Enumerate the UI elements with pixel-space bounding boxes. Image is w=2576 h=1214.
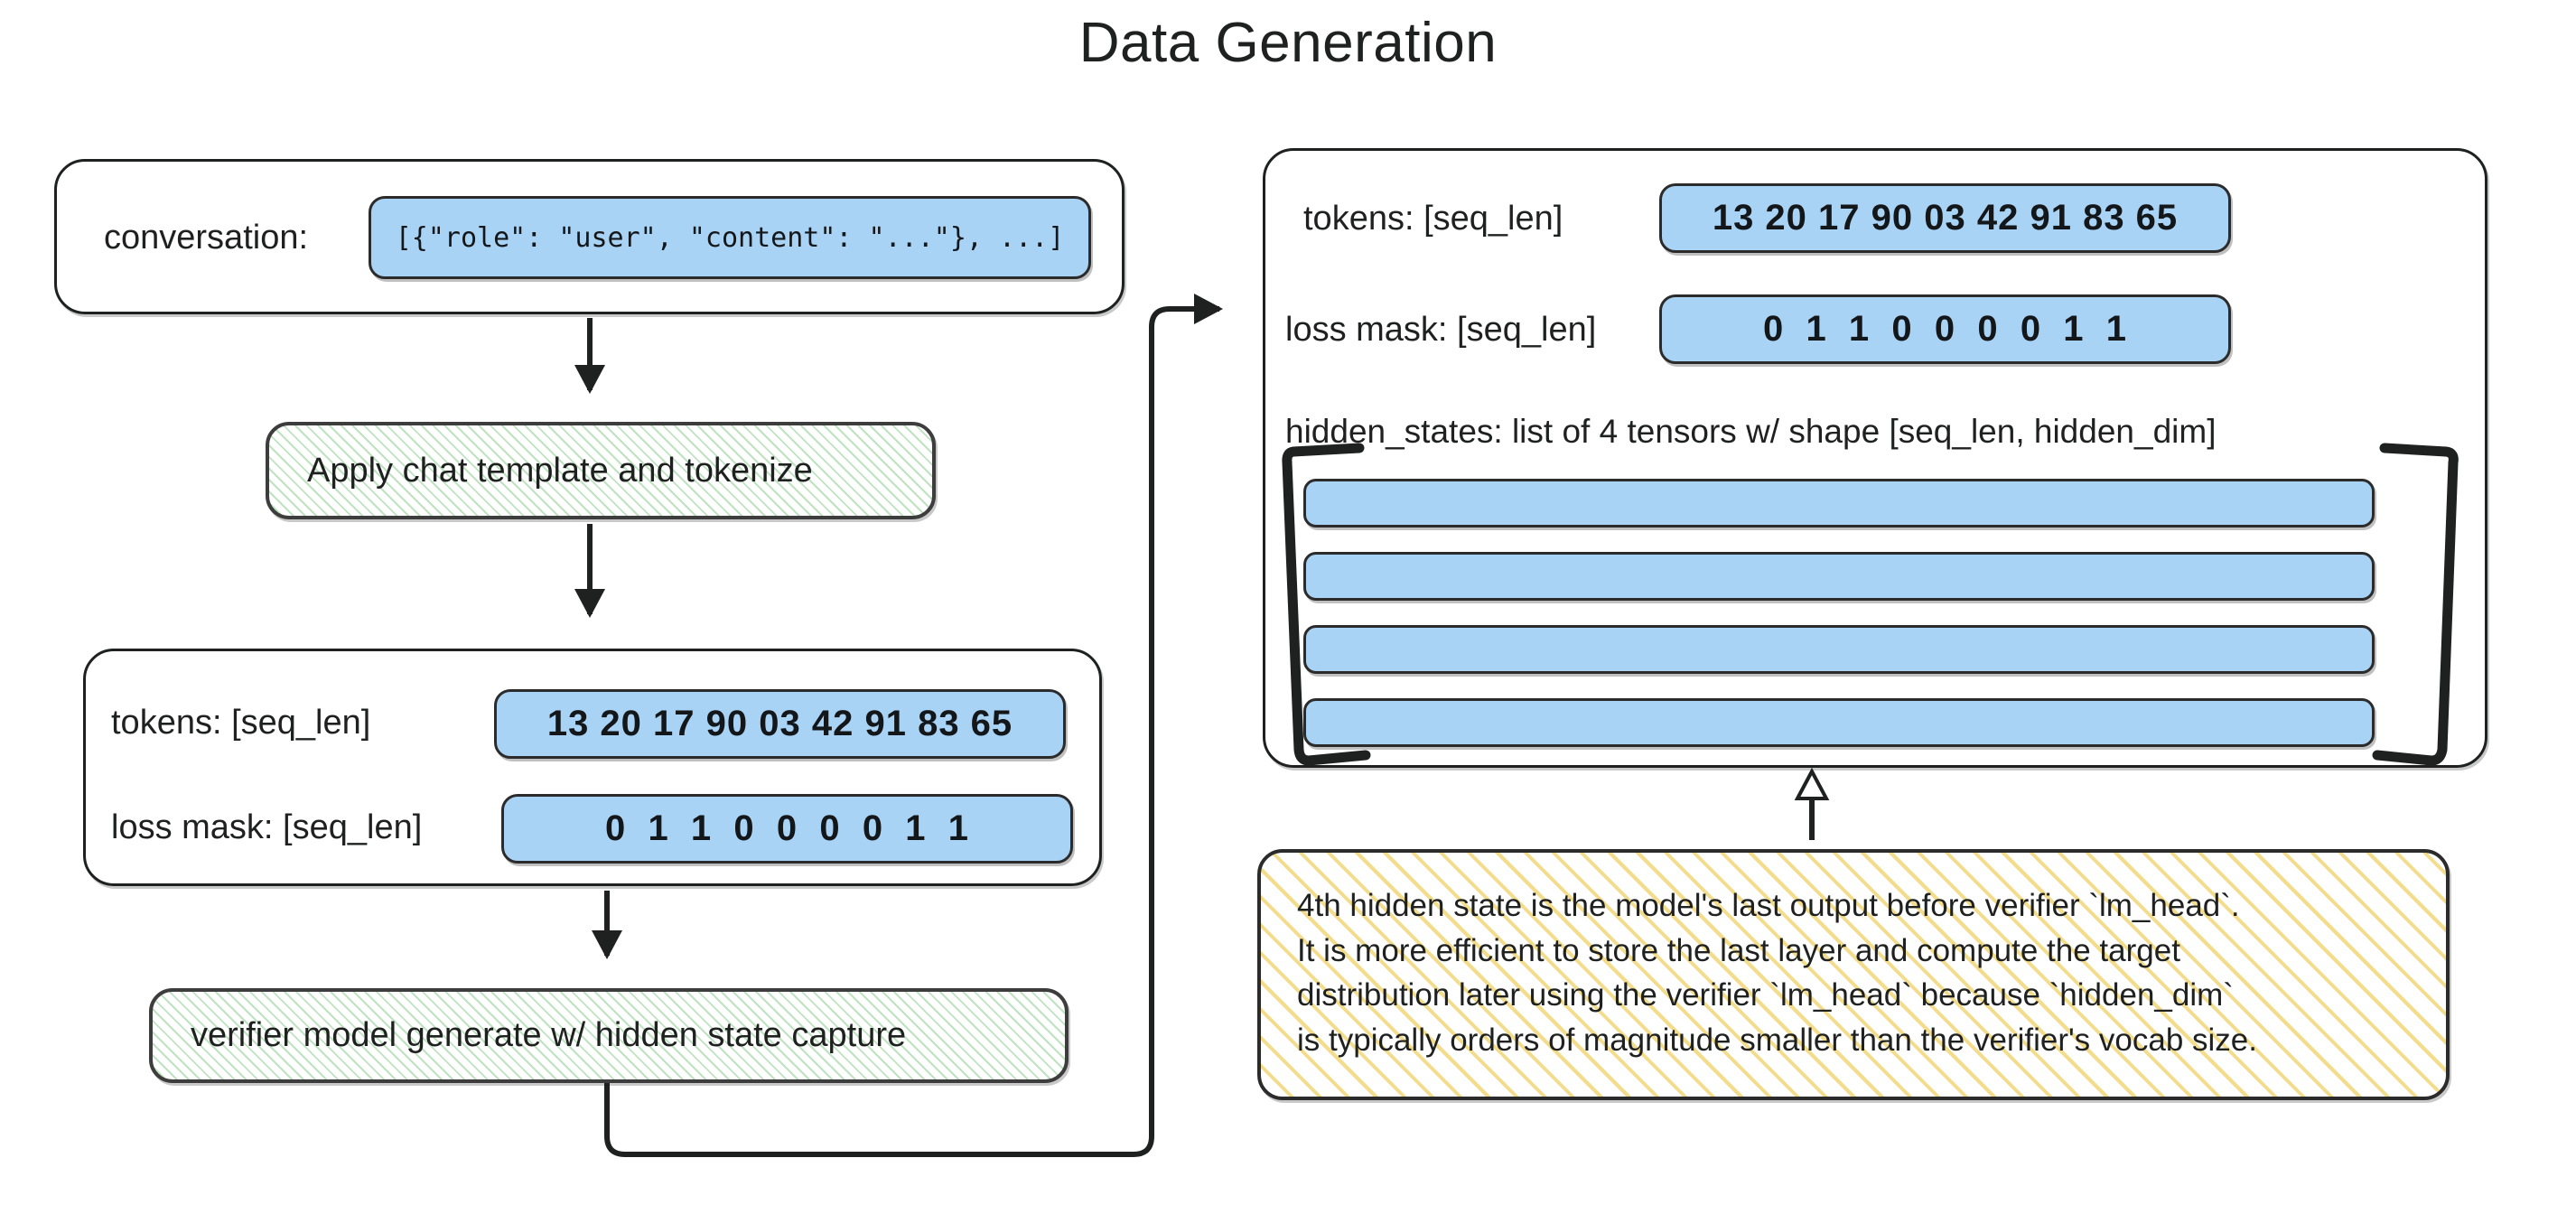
loss-mask-chip: 0 1 1 0 0 0 0 1 1 xyxy=(501,794,1073,864)
conversation-value-chip: [{"role": "user", "content": "..."}, ...… xyxy=(369,196,1091,279)
output-tokens-label: tokens: [seq_len] xyxy=(1303,200,1563,238)
hidden-state-tensor-4 xyxy=(1303,698,2375,747)
conversation-label: conversation: xyxy=(104,219,309,257)
hidden-state-tensor-2 xyxy=(1303,552,2375,601)
loss-mask-label: loss mask: [seq_len] xyxy=(111,808,423,846)
page-title: Data Generation xyxy=(1078,12,1498,74)
process-apply-chat-template-label: Apply chat template and tokenize xyxy=(307,451,813,490)
note-line-1: 4th hidden state is the model's last out… xyxy=(1297,888,2240,923)
output-tokens-chip: 13 20 17 90 03 42 91 83 65 xyxy=(1659,183,2231,253)
output-loss-mask-chip: 0 1 1 0 0 0 0 1 1 xyxy=(1659,294,2231,364)
hidden-state-tensor-3 xyxy=(1303,625,2375,674)
output-loss-mask-label: loss mask: [seq_len] xyxy=(1285,311,1597,349)
tokenized-panel: tokens: [seq_len] 13 20 17 90 03 42 91 8… xyxy=(83,649,1102,886)
hidden-states-label: hidden_states: list of 4 tensors w/ shap… xyxy=(1285,413,2217,450)
process-verifier-generate-label: verifier model generate w/ hidden state … xyxy=(191,1016,907,1054)
conversation-panel: conversation: [{"role": "user", "content… xyxy=(54,159,1125,314)
output-panel: tokens: [seq_len] 13 20 17 90 03 42 91 8… xyxy=(1263,148,2487,768)
hidden-state-tensor-1 xyxy=(1303,479,2375,528)
tokens-label: tokens: [seq_len] xyxy=(111,704,371,742)
note-line-4: is typically orders of magnitude smaller… xyxy=(1297,1023,2257,1059)
note-line-2: It is more efficient to store the last l… xyxy=(1297,932,2180,968)
note-line-3: distribution later using the verifier `l… xyxy=(1297,977,2234,1013)
process-apply-chat-template[interactable]: Apply chat template and tokenize xyxy=(266,422,936,519)
process-verifier-generate[interactable]: verifier model generate w/ hidden state … xyxy=(149,988,1069,1083)
explanatory-note: 4th hidden state is the model's last out… xyxy=(1257,849,2450,1100)
tokens-chip: 13 20 17 90 03 42 91 83 65 xyxy=(494,689,1066,759)
